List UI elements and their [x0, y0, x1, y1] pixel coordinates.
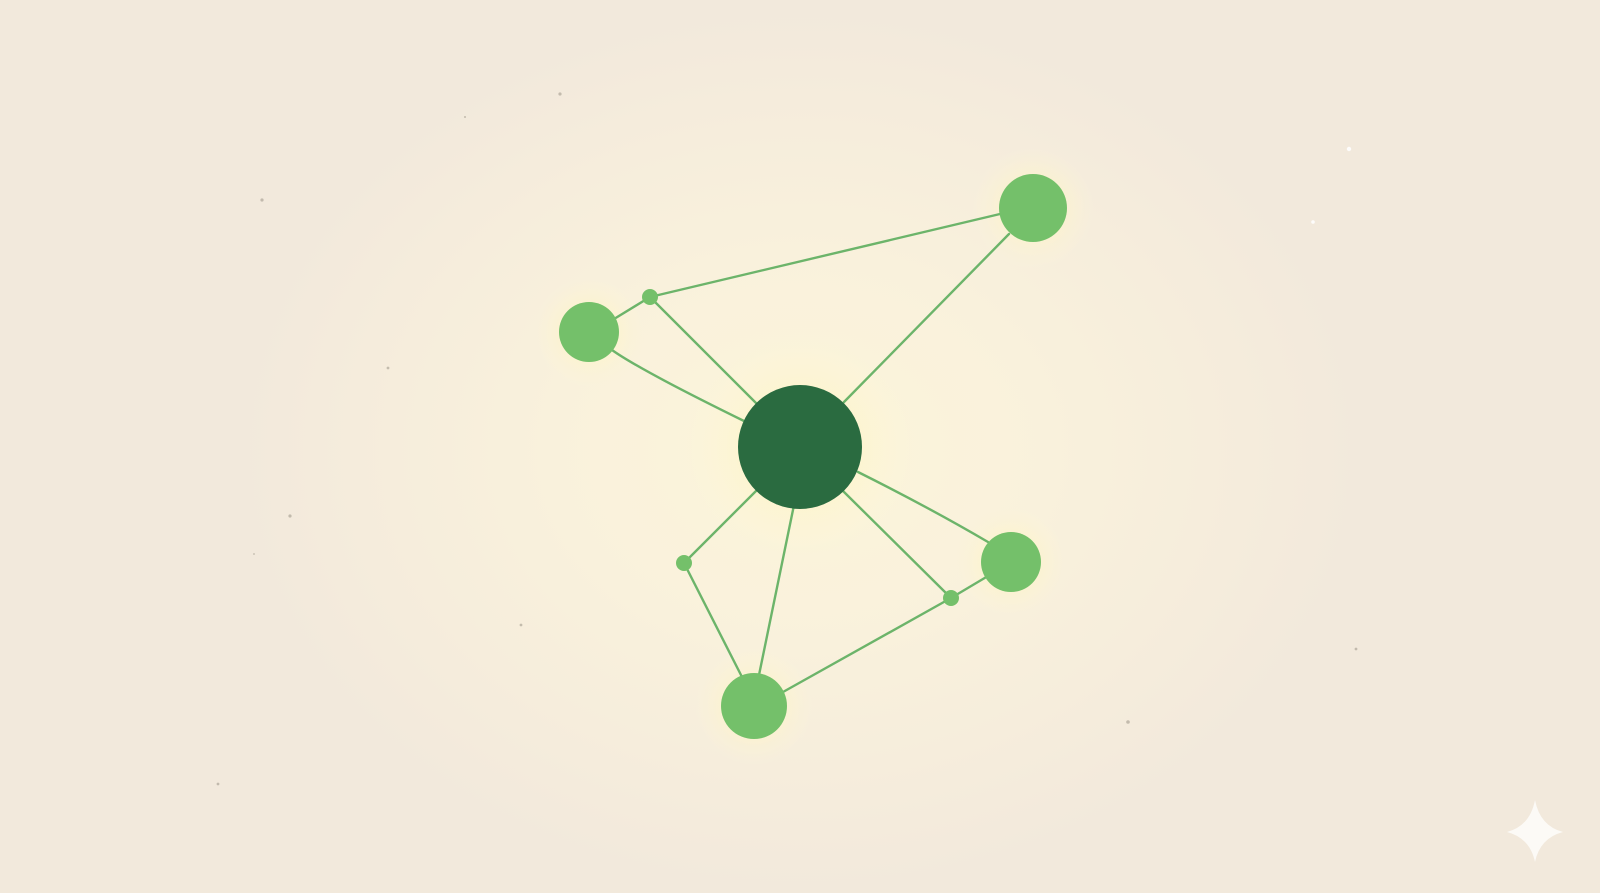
edge-hub-to-upper-right — [842, 232, 1011, 404]
node-left — [559, 302, 619, 362]
edge-hub-to-junction-lower-left — [682, 488, 759, 565]
edge-junction-lower-right-to-bottom — [781, 596, 953, 694]
node-bottom — [721, 673, 787, 739]
edge-hub-to-bottom — [757, 503, 796, 677]
junction-nodes — [642, 289, 959, 606]
edge-hub-to-junction-lower-right — [840, 488, 953, 600]
sparkle-icon — [1507, 800, 1563, 862]
background-specks — [216, 92, 1358, 786]
node-junction-lower-left — [676, 555, 692, 571]
node-upper-right — [999, 174, 1067, 242]
node-junction-upper-left — [642, 289, 658, 305]
leaf-nodes — [559, 174, 1067, 739]
edge-hub-to-right — [856, 470, 990, 544]
node-right — [981, 532, 1041, 592]
edge-junction-upper-left-to-upper-right — [648, 212, 1002, 299]
node-hub — [738, 385, 862, 509]
edge-junction-lower-left-to-bottom — [682, 561, 744, 679]
edge-left-to-hub — [610, 348, 746, 423]
background-highlights — [1311, 146, 1352, 224]
node-junction-lower-right — [943, 590, 959, 606]
edge-junction-upper-left-to-hub — [648, 295, 759, 406]
